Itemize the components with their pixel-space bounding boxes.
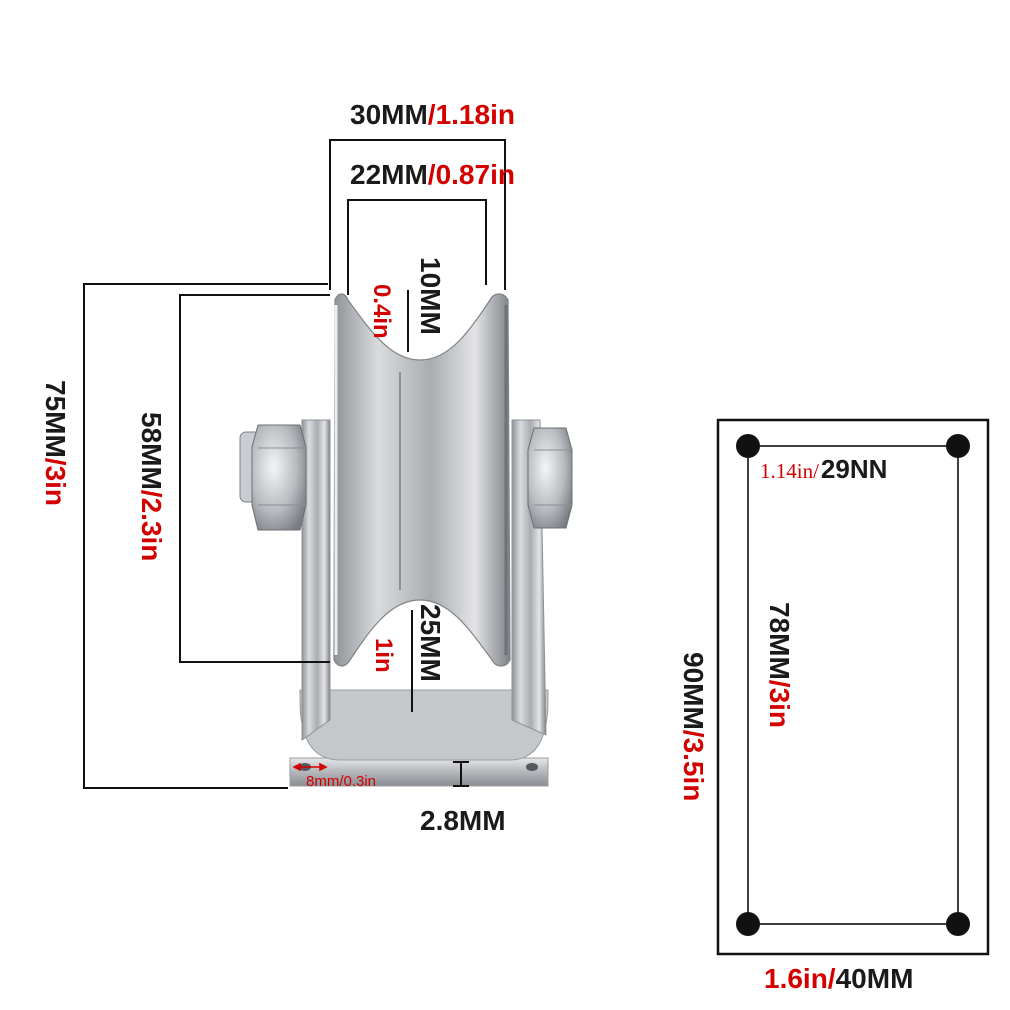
total-height-label: 75MM/3in [40,380,71,506]
plate-width-label: 1.6in/40MM [764,963,913,994]
mounting-hole-top-right [946,434,970,458]
groove-width-label: 22MM/0.87in [350,159,515,190]
mounting-hole-bottom-left [736,912,760,936]
caster-wheel-illustration [239,293,573,787]
mounting-hole-bottom-right [946,912,970,936]
hub-height-mm-label: 25MM [415,604,446,682]
hole-pattern-outline [747,445,959,925]
wheel-diameter-line [179,294,330,663]
plate-outline [716,418,990,956]
outer-width-line [329,139,506,290]
wheel-diameter-label: 58MM/2.3in [136,412,167,561]
bracket-base [299,689,549,761]
hex-nut-left [251,424,307,531]
base-plate-drawing [716,418,990,956]
hex-nut-right [527,427,573,529]
hub-height-inch-label: 1in [370,638,397,673]
hole-spacing-length-label: 78MM/3in [764,602,795,728]
plate-thickness-label: 2.8MM [420,805,506,836]
hole-size-arrow [292,762,328,772]
hole-spacing-width-label: 1.14in/29NN [760,454,887,484]
bracket-left-arm [301,419,331,741]
groove-width-line [347,199,487,295]
mount-hole-label: 8mm/0.3in [306,773,376,790]
mounting-hole-top-left [736,434,760,458]
total-height-line [83,283,328,789]
grooved-wheel [333,293,511,667]
groove-depth-mm-label: 10MM [415,257,446,335]
plate-length-label: 90MM/3.5in [678,652,709,801]
outer-width-label: 30MM/1.18in [350,99,515,130]
groove-depth-inch-label: 0.4in [368,284,395,339]
plate-hole-right [526,763,538,771]
wheel-dimension-lines [83,139,506,789]
